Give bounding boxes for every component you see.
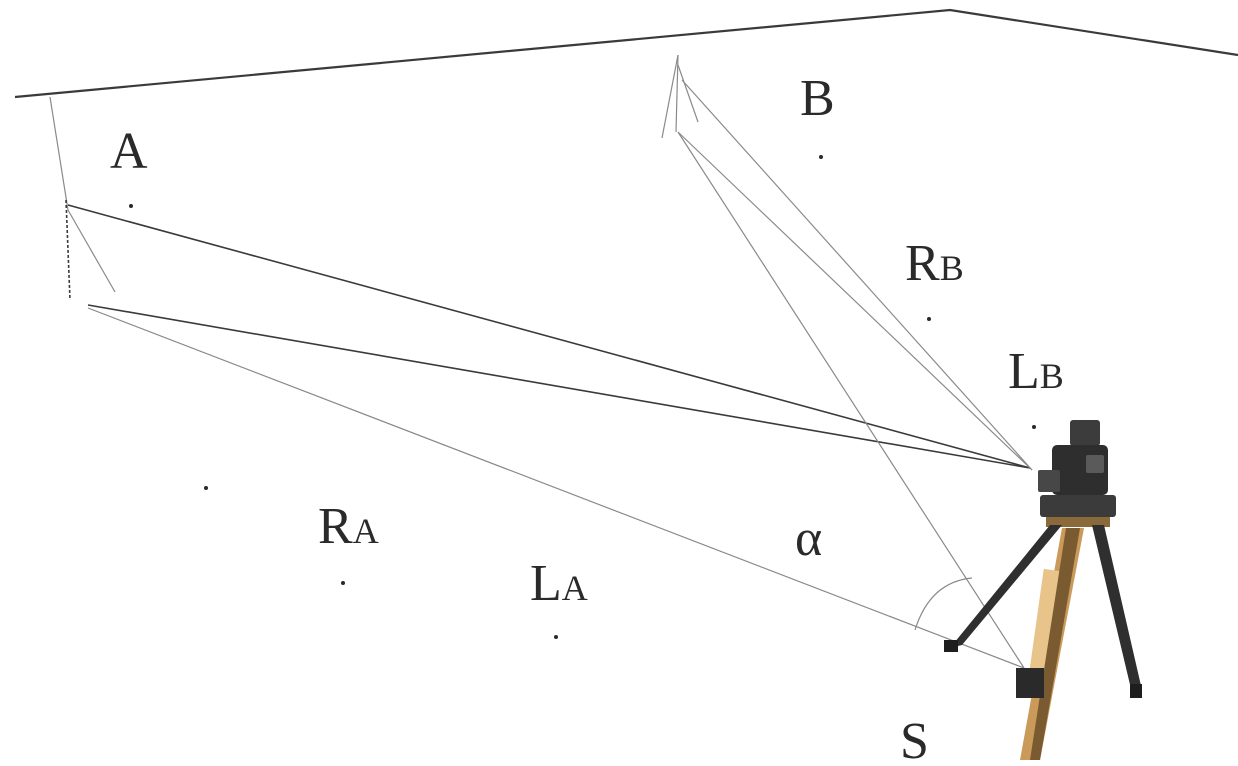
sight-line-b-lower — [677, 131, 1033, 471]
dot-ra — [341, 581, 345, 585]
dot-rb — [927, 317, 931, 321]
label-ra: RA — [318, 498, 379, 555]
sight-line-a-upper — [67, 204, 1031, 469]
dot-la — [554, 635, 558, 639]
dot-b — [819, 155, 823, 159]
prism-pole-b — [661, 54, 699, 139]
sight-line-b-upper — [681, 79, 1033, 471]
label-b: B — [800, 70, 835, 127]
label-la: LA — [530, 555, 588, 612]
dot-lb — [1032, 425, 1036, 429]
ground-line-b — [677, 131, 1025, 669]
ground-line-a — [87, 307, 1025, 669]
label-rb: RB — [905, 235, 964, 292]
label-alpha: α — [795, 510, 822, 567]
dot-left — [204, 486, 208, 490]
total-station-tripod-icon — [944, 420, 1142, 760]
angle-alpha-arc — [914, 577, 973, 631]
label-lb: LB — [1008, 343, 1064, 400]
wall-corner-edge — [49, 96, 69, 211]
wall-outline — [14, 8, 1238, 99]
prism-pole-a — [65, 199, 116, 301]
label-a: A — [110, 123, 148, 180]
dot-a — [129, 204, 133, 208]
sight-line-a-lower — [87, 304, 1031, 469]
label-s: S — [900, 713, 929, 766]
